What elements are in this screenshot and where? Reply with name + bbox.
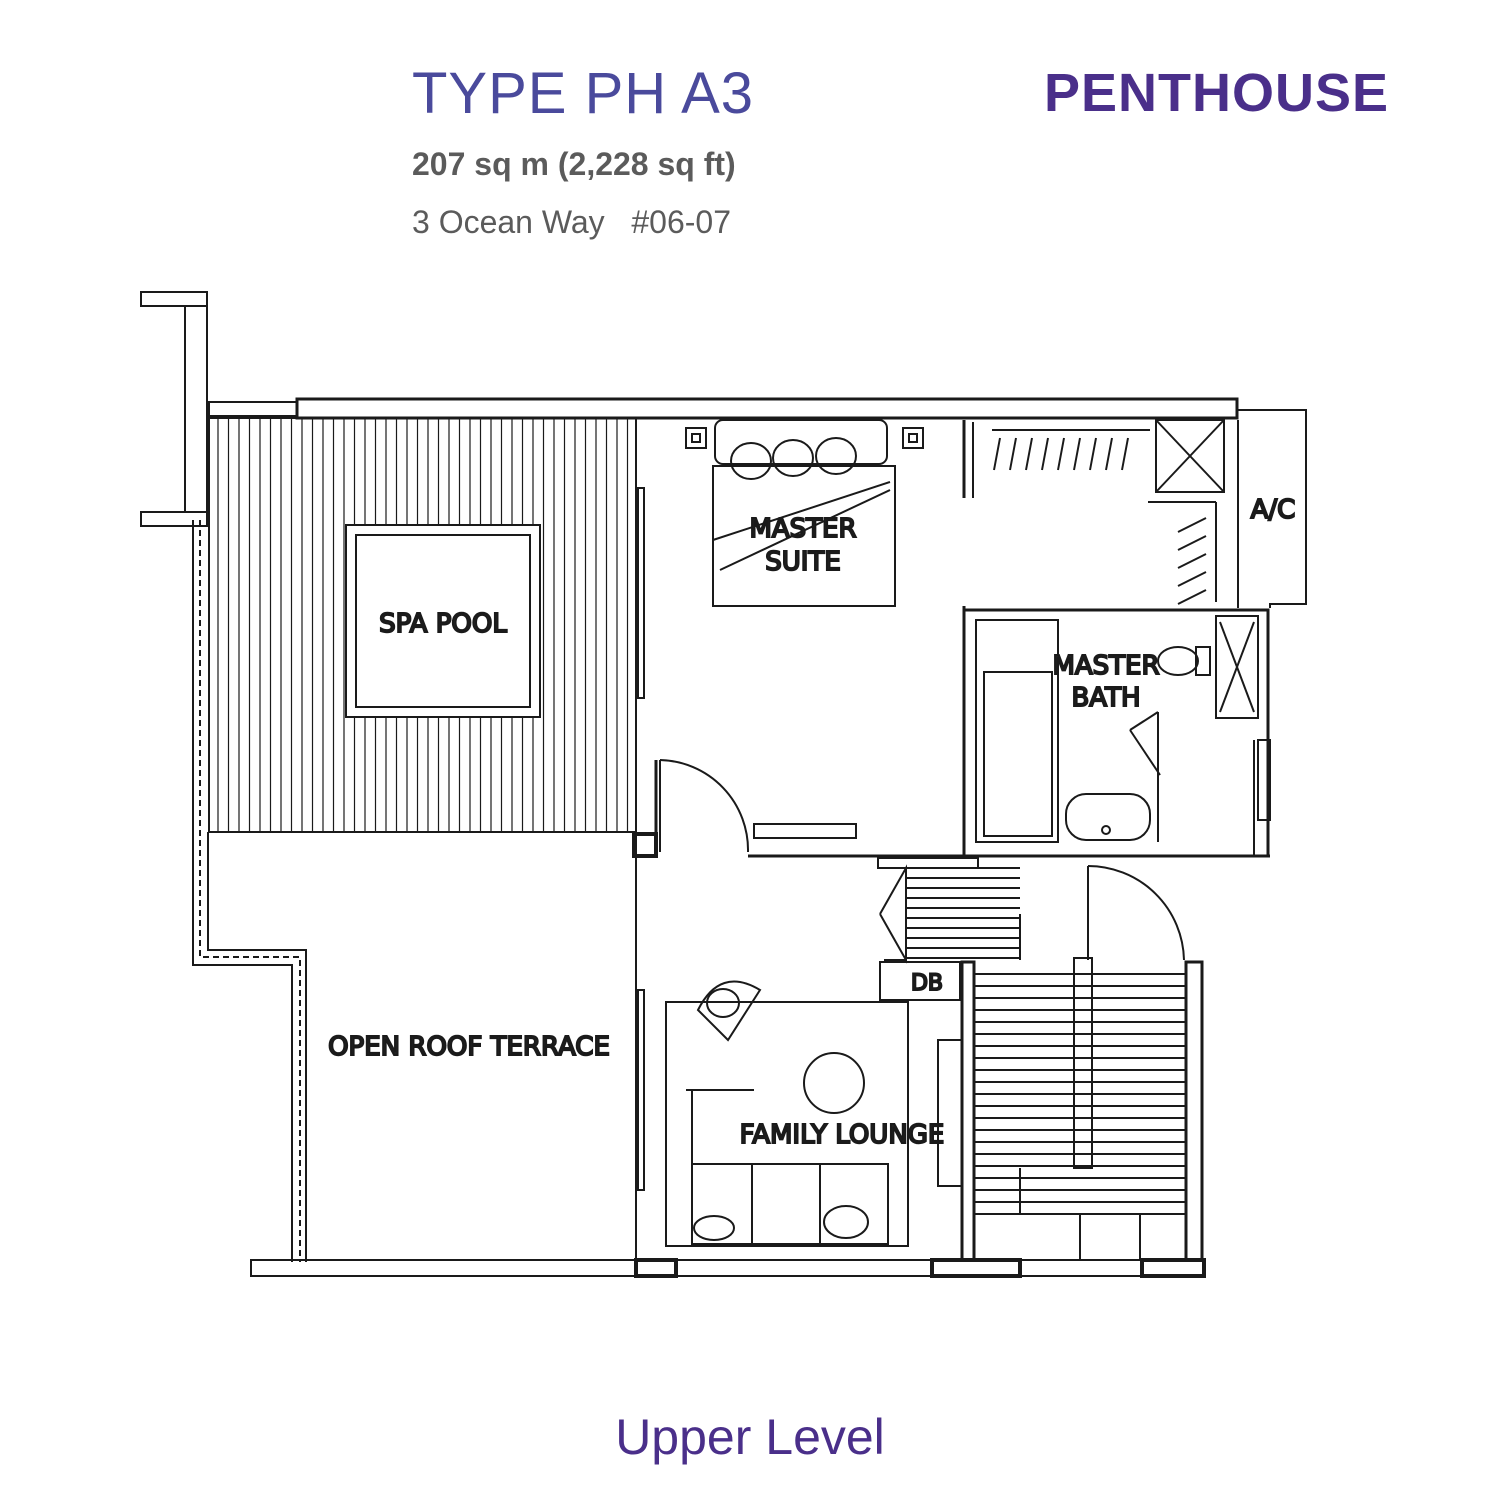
unit-area: 207 sq m (2,228 sq ft) xyxy=(412,146,736,182)
door-swing xyxy=(659,759,750,853)
spa-pool-label: SPA POOL xyxy=(379,609,507,639)
penthouse-label: PENTHOUSE xyxy=(1044,63,1390,123)
shower-top xyxy=(1155,419,1239,608)
staircase-lower xyxy=(937,957,1204,1264)
wardrobe xyxy=(972,422,1217,605)
db-label: DB xyxy=(911,971,943,996)
master-bath-label-2: BATH xyxy=(1071,683,1140,713)
db-box xyxy=(879,961,961,1001)
top-wall xyxy=(295,397,1239,420)
bed xyxy=(685,419,924,607)
ac-label: A/C xyxy=(1251,495,1296,525)
family-lounge-furniture xyxy=(665,980,909,1247)
master-bath-label-1: MASTER xyxy=(1052,651,1159,681)
staircase-upper xyxy=(877,857,1021,964)
balcony-railing xyxy=(140,291,208,527)
open-roof-terrace-label: OPEN ROOF TERRACE xyxy=(328,1032,610,1062)
unit-address: 3 Ocean Way #06-07 xyxy=(412,204,731,240)
console xyxy=(753,823,857,839)
spa-pool xyxy=(345,524,541,718)
master-bath xyxy=(962,608,1271,858)
column xyxy=(632,832,658,858)
ac-ledge xyxy=(1238,409,1307,608)
master-suite-label-2: SUITE xyxy=(765,547,841,577)
unit-type-title: TYPE PH A3 xyxy=(412,61,755,126)
bottom-wall xyxy=(634,1258,1206,1278)
door-swing-right xyxy=(1087,865,1185,961)
master-suite-label-1: MASTER xyxy=(749,514,856,544)
level-label: Upper Level xyxy=(615,1409,885,1465)
family-lounge-label: FAMILY LOUNGE xyxy=(740,1120,945,1150)
